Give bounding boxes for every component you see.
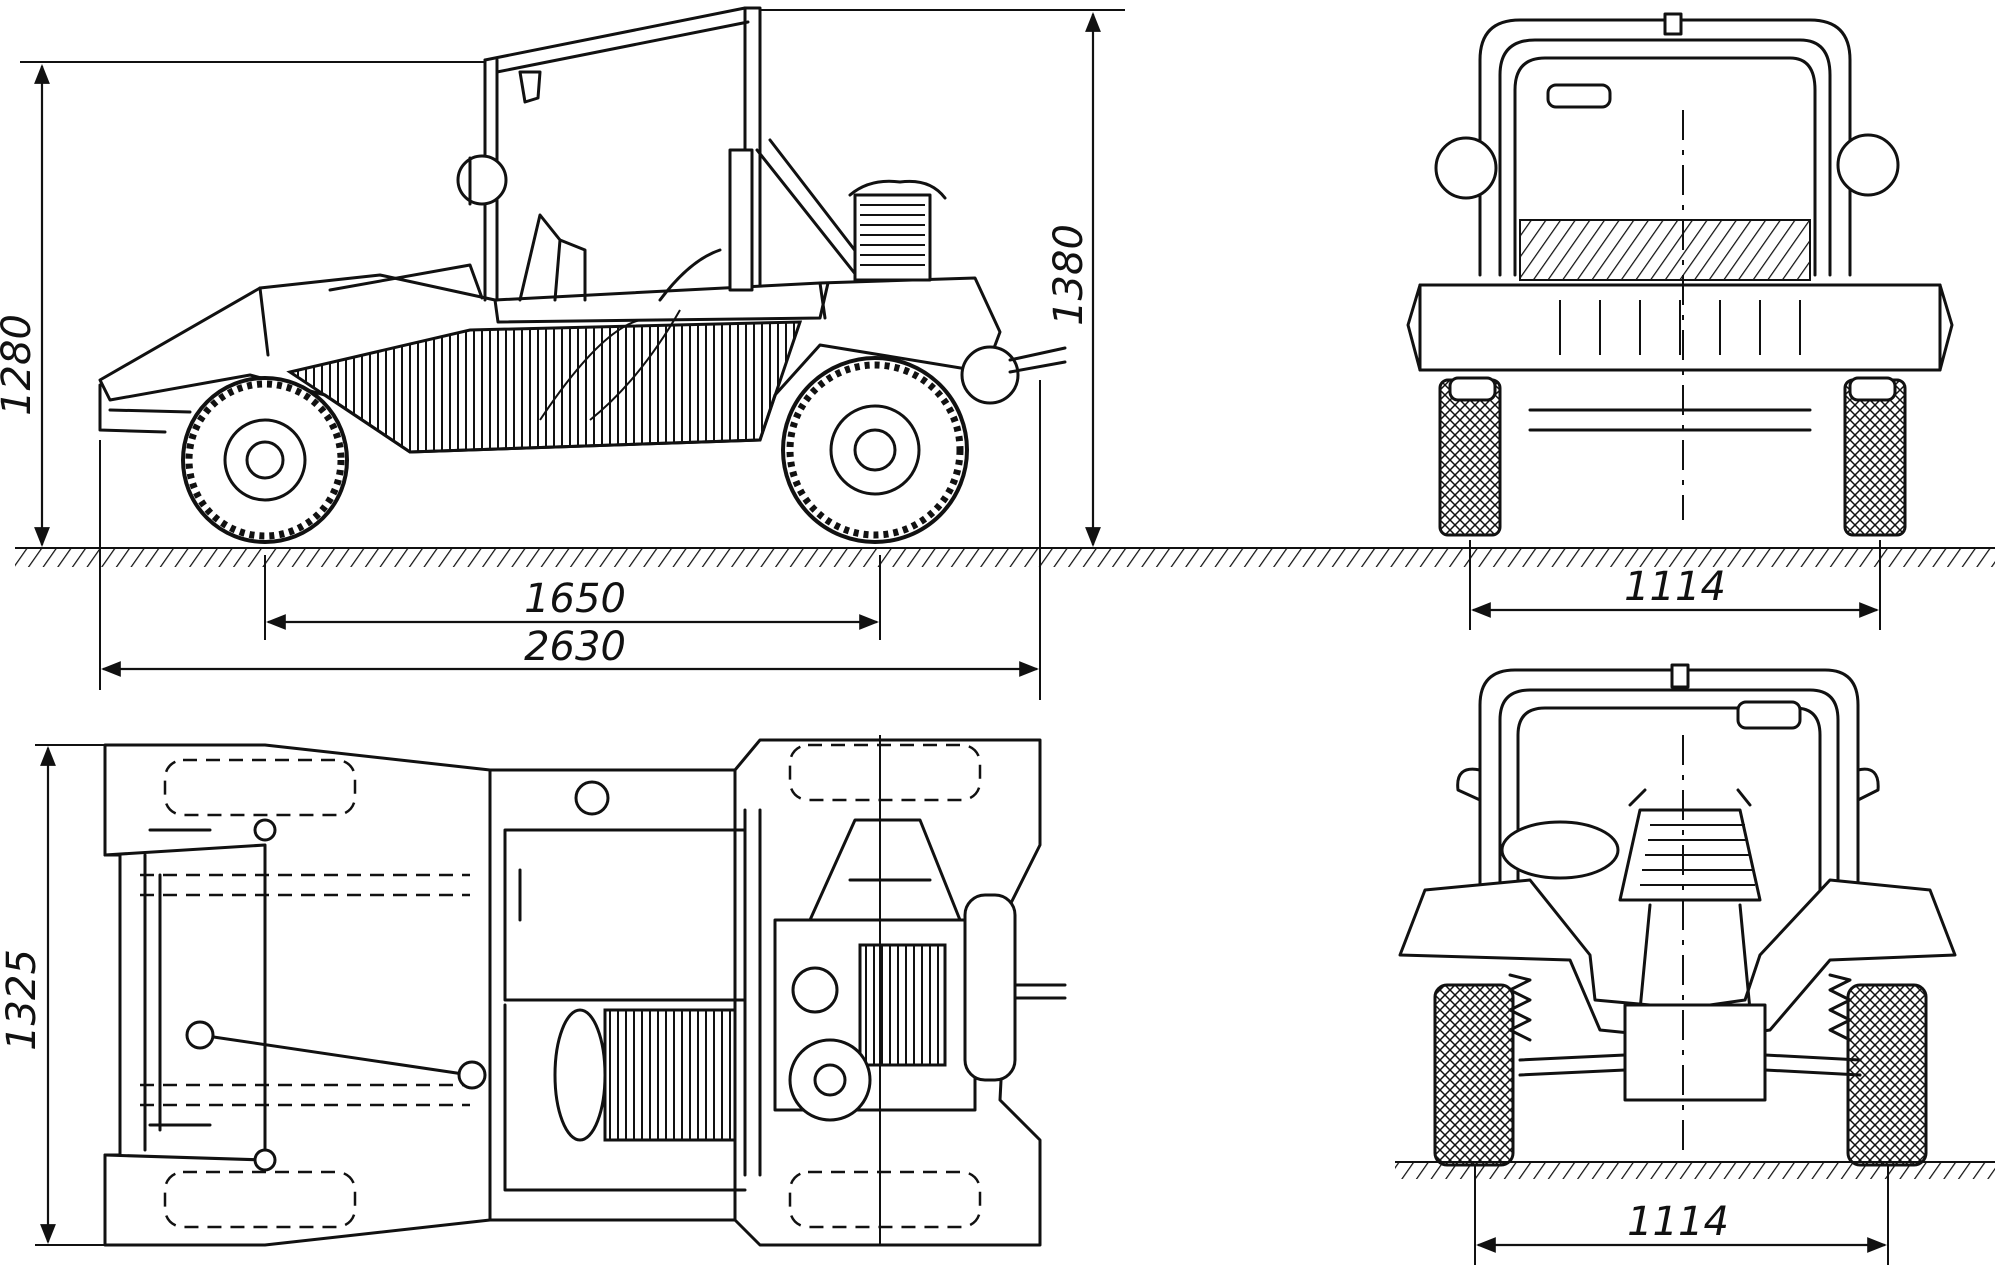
front-bumper <box>98 383 192 434</box>
steering-column <box>658 248 722 302</box>
spring-right <box>1828 973 1852 1042</box>
front-wheel <box>181 376 349 544</box>
dim-label-width: 1325 <box>0 949 45 1051</box>
top-wheel-rl <box>163 1170 357 1229</box>
dim-length-2630 <box>99 380 1041 700</box>
top-wheel-fr <box>788 743 982 802</box>
fuel-cap-icon <box>574 780 610 816</box>
rear-mirror-icon <box>1546 83 1612 109</box>
front-view: 1114 <box>1395 663 1995 1265</box>
rear-tire-left <box>1438 378 1502 537</box>
flywheel <box>553 1008 607 1142</box>
side-view: 1280 1380 1650 2630 <box>0 6 1995 700</box>
muffler <box>963 893 1017 1082</box>
dim-label-track-front: 1114 <box>1627 1199 1729 1245</box>
dim-label-wheelbase: 1650 <box>524 576 626 622</box>
dim-label-height-1280: 1280 <box>0 314 40 416</box>
front-mirror-icon <box>1736 700 1802 730</box>
front-engine <box>1618 788 1762 902</box>
ground-line-front <box>1395 1161 1995 1179</box>
top-wheel-rr <box>788 1170 982 1229</box>
dim-label-height-1380: 1380 <box>1046 224 1092 326</box>
roll-bar <box>483 6 872 302</box>
dim-track-rear <box>1469 540 1881 630</box>
rear-tire-right <box>1843 378 1907 537</box>
mirror-icon <box>518 70 542 104</box>
tie-rod <box>198 1033 472 1077</box>
dim-height-1280 <box>20 61 485 547</box>
dim-label-track-rear: 1114 <box>1624 564 1726 610</box>
dim-wheelbase-1650 <box>264 555 881 640</box>
rear-light-icon <box>960 345 1020 405</box>
rear-headlight-right <box>1836 133 1900 197</box>
dim-width-1325 <box>35 744 105 1246</box>
rear-wheel <box>781 356 969 544</box>
top-view: 1325 <box>0 735 1067 1247</box>
exhaust-pipe <box>1008 346 1067 374</box>
front-tire-left <box>1433 983 1515 1167</box>
top-wheel-fl <box>163 758 357 817</box>
dim-track-front <box>1474 1165 1889 1265</box>
rear-headlight-left <box>1434 136 1498 200</box>
dim-height-1380 <box>760 9 1125 547</box>
engine <box>848 179 947 282</box>
rear-view: 1114 <box>1100 12 1995 630</box>
body-side-panel <box>286 320 803 454</box>
dim-label-length: 2630 <box>524 624 626 670</box>
exhaust-tip <box>1013 983 1067 1000</box>
front-tire-right <box>1846 983 1928 1167</box>
seat <box>518 213 562 302</box>
headlight-icon <box>456 154 508 206</box>
front-roll-bar <box>1478 668 1860 907</box>
transmission <box>603 1008 737 1142</box>
steering-wheel <box>1500 820 1620 880</box>
